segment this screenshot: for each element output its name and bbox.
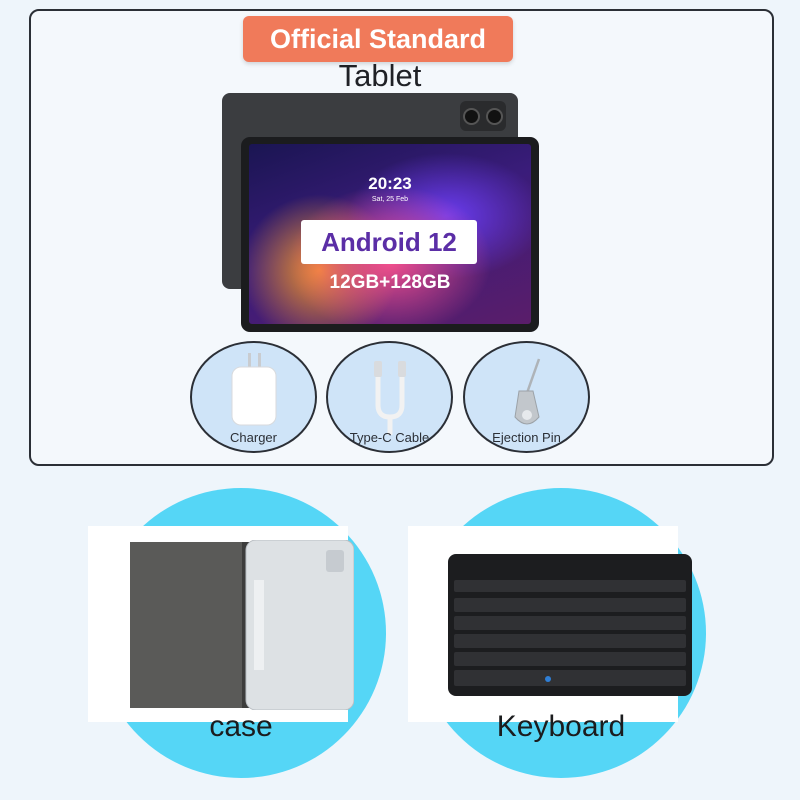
memory-spec: 12GB+128GB xyxy=(329,272,451,293)
screen-clock: 20:23 xyxy=(368,174,412,193)
charger-icon xyxy=(231,353,276,426)
keyboard-circle: Keyboard xyxy=(408,488,706,778)
android-version-badge: Android 12 xyxy=(301,220,477,264)
screen-date: Sat, 25 Feb xyxy=(371,196,409,203)
case-label: case xyxy=(209,710,273,743)
ejection-pin-icon xyxy=(513,358,540,425)
accessory-charger: Charger xyxy=(190,341,317,453)
case-circle: case xyxy=(88,488,386,778)
accessory-cable: Type-C Cable xyxy=(326,341,453,453)
camera-icon xyxy=(460,101,506,131)
accessory-label: Ejection Pin xyxy=(492,430,561,445)
cable-icon xyxy=(373,361,406,435)
accessory-label: Type-C Cable xyxy=(349,430,430,445)
accessory-ejection-pin: Ejection Pin xyxy=(463,341,590,453)
keyboard-icon xyxy=(448,554,692,696)
keyboard-label: Keyboard xyxy=(496,710,626,743)
case-icon xyxy=(130,540,354,710)
tablet-screen: 20:23 Sat, 25 Feb Android 12 12GB+128GB xyxy=(249,144,531,324)
accessory-label: Charger xyxy=(230,430,277,445)
official-standard-badge: Official Standard xyxy=(243,16,513,62)
tablet-label: Tablet xyxy=(338,58,422,93)
